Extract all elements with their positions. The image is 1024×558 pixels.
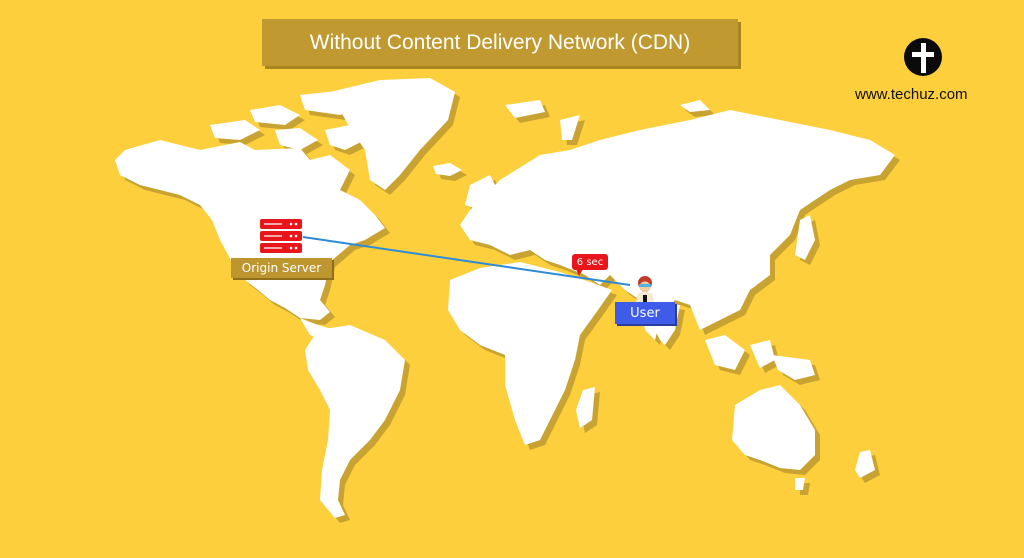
server-rack-icon: [260, 219, 302, 253]
cross-logo-icon: [904, 38, 942, 76]
title-banner: Without Content Delivery Network (CDN): [262, 19, 738, 66]
person-avatar-icon: [636, 276, 654, 303]
page-title: Without Content Delivery Network (CDN): [309, 30, 691, 54]
site-url: www.techuz.com: [855, 86, 968, 103]
latency-badge: 6 sec: [572, 254, 608, 276]
origin-server-label: Origin Server: [231, 258, 332, 278]
user-label: User: [615, 302, 675, 324]
connection-line: [302, 236, 631, 286]
